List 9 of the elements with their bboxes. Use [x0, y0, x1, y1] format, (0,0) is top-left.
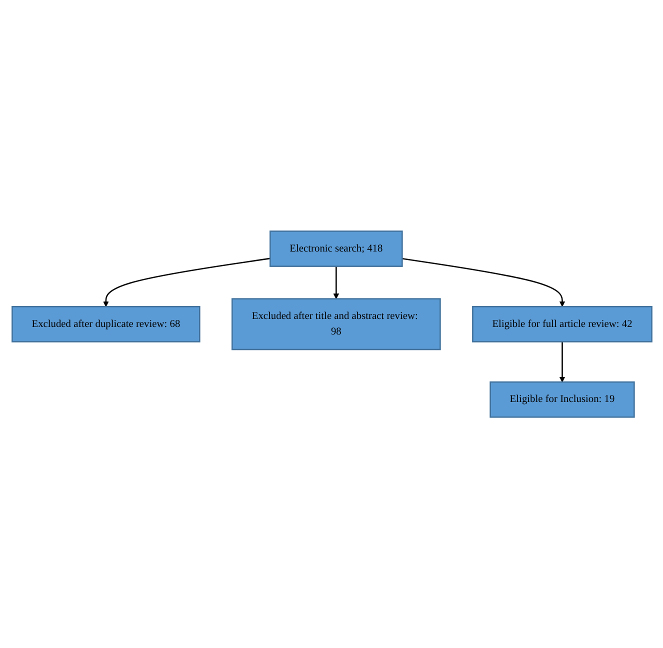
node-box: Excluded after duplicate review: 68: [11, 306, 200, 342]
node-box: Excluded after title and abstract review: 98: [231, 298, 440, 350]
arrow: [402, 258, 565, 307]
node-box: Eligible for Inclusion: 19: [489, 381, 634, 418]
arrow: [332, 266, 339, 299]
arrow: [102, 258, 270, 307]
arrow: [558, 342, 565, 382]
node-box: Electronic search; 418: [269, 230, 402, 267]
node-box: Eligible for full article review: 42: [472, 306, 652, 342]
